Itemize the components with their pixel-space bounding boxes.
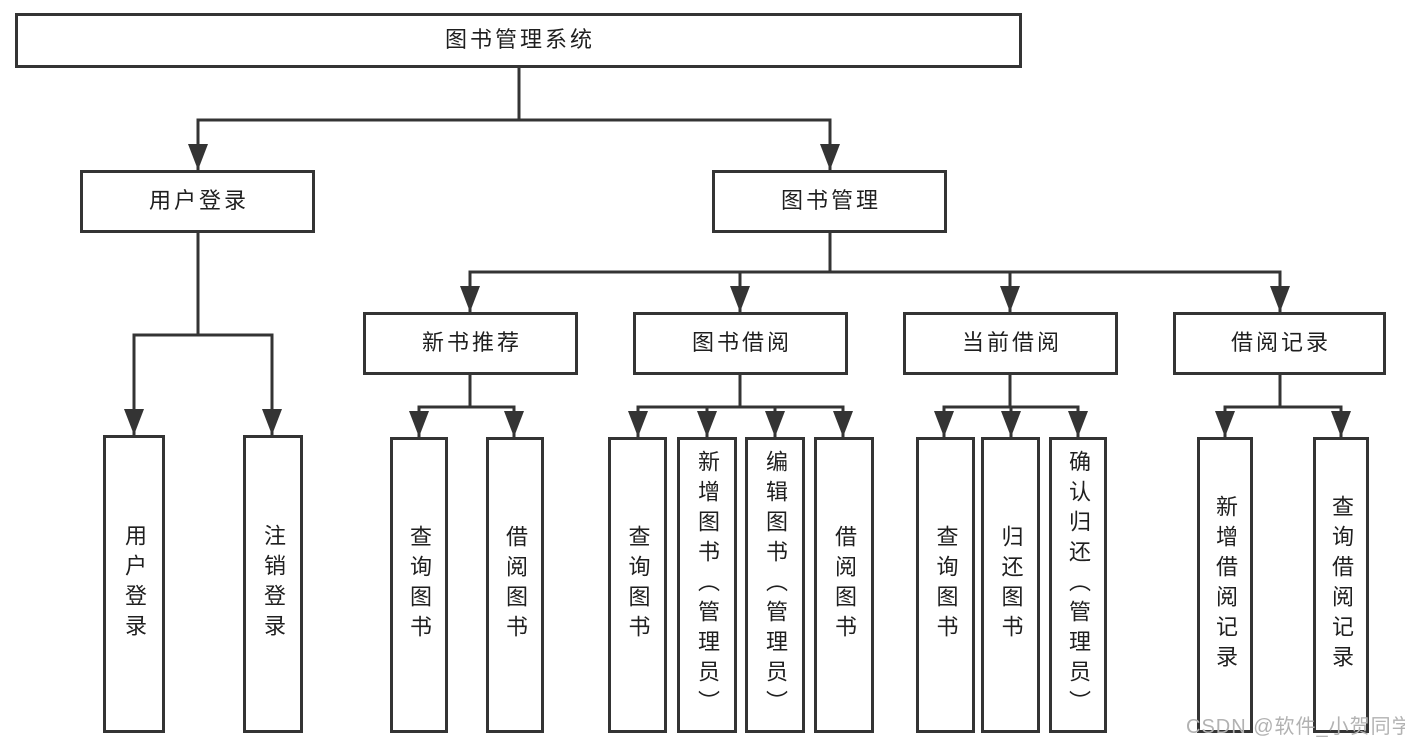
leaf-add-borrow-record: 新增借阅记录 — [1197, 437, 1253, 733]
node-user-login-branch-label: 用户登录 — [148, 188, 249, 214]
leaf-add-books-admin-label: 新增图书（管理员） — [695, 450, 720, 720]
leaf-query-borrow-record: 查询借阅记录 — [1313, 437, 1369, 733]
node-borrowing-records-label: 借阅记录 — [1230, 330, 1331, 356]
leaf-query-books-current-label: 查询图书 — [933, 525, 959, 645]
node-library-management-system: 图书管理系统 — [15, 13, 1022, 68]
leaf-confirm-return-admin: 确认归还（管理员） — [1049, 437, 1107, 733]
arrowheads — [124, 144, 1351, 437]
leaf-return-books-label: 归还图书 — [998, 525, 1024, 645]
leaf-edit-books-admin-label: 编辑图书（管理员） — [763, 450, 788, 720]
leaf-borrow-books-borrowing: 借阅图书 — [814, 437, 874, 733]
leaf-borrow-books-borrowing-label: 借阅图书 — [832, 525, 857, 645]
node-book-borrowing: 图书借阅 — [633, 312, 848, 375]
leaf-query-books-current: 查询图书 — [916, 437, 975, 733]
leaf-query-books-borrowing-label: 查询图书 — [625, 525, 651, 645]
csdn-watermark: CSDN @软件_小贺同学 — [1186, 716, 1405, 738]
node-current-borrowing-label: 当前借阅 — [961, 330, 1062, 356]
leaf-return-books: 归还图书 — [981, 437, 1040, 733]
leaf-query-books-recommend: 查询图书 — [390, 437, 448, 733]
leaf-user-login: 用户登录 — [103, 435, 165, 733]
leaf-user-login-label: 用户登录 — [122, 524, 147, 644]
node-borrowing-records: 借阅记录 — [1173, 312, 1386, 375]
leaf-edit-books-admin: 编辑图书（管理员） — [745, 437, 805, 733]
node-current-borrowing: 当前借阅 — [903, 312, 1118, 375]
leaf-add-borrow-record-label: 新增借阅记录 — [1213, 495, 1238, 675]
node-book-management: 图书管理 — [712, 170, 947, 233]
leaf-confirm-return-admin-label: 确认归还（管理员） — [1066, 450, 1091, 720]
node-user-login-branch: 用户登录 — [80, 170, 315, 233]
leaf-logout: 注销登录 — [243, 435, 303, 733]
node-new-book-recommendation: 新书推荐 — [363, 312, 578, 375]
node-book-borrowing-label: 图书借阅 — [691, 330, 792, 356]
leaf-add-books-admin: 新增图书（管理员） — [677, 437, 737, 733]
node-new-book-recommendation-label: 新书推荐 — [421, 330, 522, 356]
leaf-borrow-books-recommend: 借阅图书 — [486, 437, 544, 733]
leaf-borrow-books-recommend-label: 借阅图书 — [503, 525, 528, 645]
node-library-management-system-label: 图书管理系统 — [444, 27, 595, 53]
node-book-management-label: 图书管理 — [780, 188, 881, 214]
leaf-query-borrow-record-label: 查询借阅记录 — [1329, 495, 1354, 675]
leaf-query-books-recommend-label: 查询图书 — [407, 525, 432, 645]
leaf-logout-label: 注销登录 — [261, 524, 286, 644]
leaf-query-books-borrowing: 查询图书 — [608, 437, 667, 733]
